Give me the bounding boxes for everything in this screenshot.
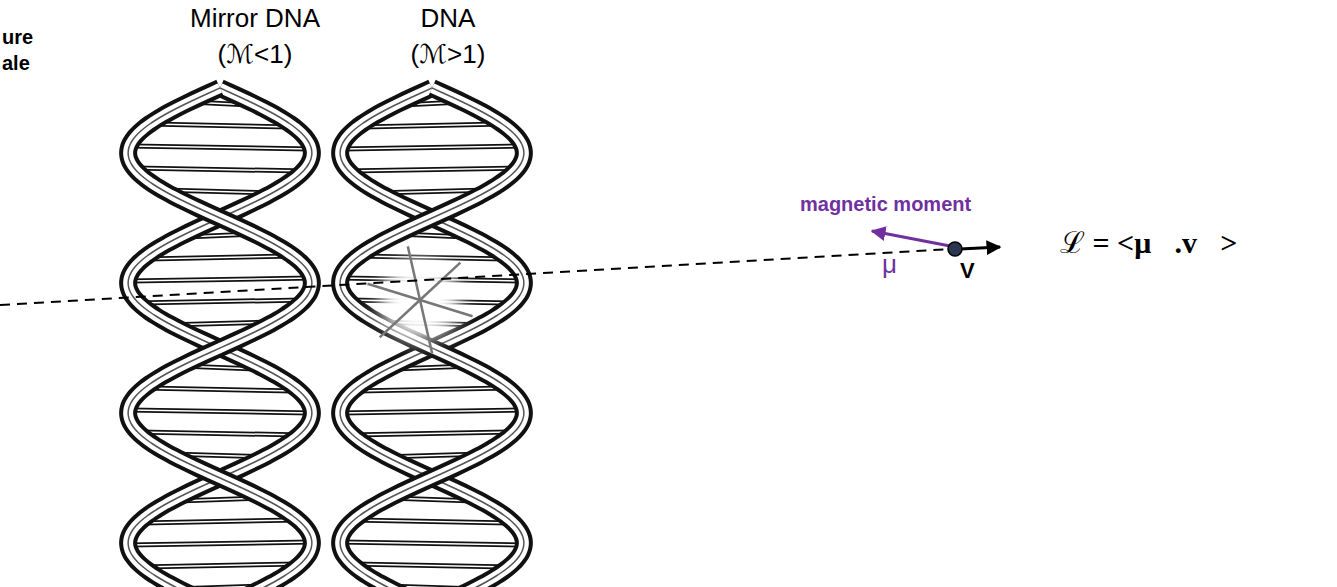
backbone-strand <box>128 88 312 587</box>
base-pair-highlight <box>359 256 505 259</box>
base-pair <box>128 410 312 413</box>
base-pair-highlight <box>356 388 507 391</box>
star-ray <box>420 263 460 300</box>
base-pair-highlight <box>142 520 298 523</box>
base-pair <box>129 278 312 281</box>
impact-glow <box>380 260 460 340</box>
trajectory-line <box>0 249 952 305</box>
dna-helix <box>340 88 524 587</box>
base-pair <box>362 124 503 127</box>
base-pair-highlight <box>352 564 513 567</box>
base-pair <box>341 146 522 149</box>
mirror-dna-helix <box>128 88 312 587</box>
ribbon-line <box>340 88 524 587</box>
base-pair-highlight <box>144 388 295 391</box>
backbone-strand <box>128 88 312 587</box>
star-ray <box>420 300 473 316</box>
backbone-ribbon <box>340 88 524 587</box>
backbone-strand <box>340 88 524 587</box>
base-pair <box>340 542 524 545</box>
base-pair-highlight <box>150 124 291 127</box>
base-pair <box>142 520 298 523</box>
ribbon-line <box>128 88 312 587</box>
base-pair-highlight <box>140 564 301 567</box>
star-ray <box>408 246 420 300</box>
base-pair <box>352 564 513 567</box>
base-pair <box>138 432 303 435</box>
base-pair <box>359 256 505 259</box>
star-ray <box>380 300 420 337</box>
backbone-ribbon <box>128 88 312 587</box>
base-pair <box>140 564 301 567</box>
star-ray <box>367 284 420 300</box>
base-pair-highlight <box>147 256 293 259</box>
backbone-ribbon <box>340 88 524 587</box>
base-pair <box>147 256 293 259</box>
base-pair-highlight <box>340 410 524 413</box>
base-pair <box>128 542 312 545</box>
base-pair-highlight <box>350 432 515 435</box>
base-pair <box>129 146 310 149</box>
magnetic-moment-arrow <box>872 231 950 246</box>
base-pair-highlight <box>128 410 312 413</box>
formula: ℒ = <μ⃗.v⃗> <box>1060 226 1237 261</box>
base-pair-highlight <box>346 168 518 171</box>
star-ray <box>420 300 432 354</box>
base-pair <box>346 168 518 171</box>
base-pair <box>144 388 295 391</box>
ribbon-line <box>128 88 312 587</box>
base-pair <box>150 124 291 127</box>
vector-label: magnetic moment <box>800 193 971 216</box>
helix-subtitle: (ℳ>1) <box>411 40 486 70</box>
helix-title: Mirror DNA <box>190 4 320 34</box>
vector-symbol: V <box>960 258 975 283</box>
particle <box>948 242 962 256</box>
base-pair <box>340 410 524 413</box>
ribbon-line <box>340 88 524 587</box>
base-pair <box>356 388 507 391</box>
base-pair-highlight <box>341 146 522 149</box>
base-pair-highlight <box>129 278 312 281</box>
base-pair <box>350 432 515 435</box>
backbone-strand <box>340 88 524 587</box>
base-pair <box>136 300 305 303</box>
base-pair <box>354 520 510 523</box>
base-pair-highlight <box>136 300 305 303</box>
base-pair-highlight <box>362 124 503 127</box>
helix-title: DNA <box>421 4 476 34</box>
base-pair-highlight <box>129 146 310 149</box>
base-pair-highlight <box>134 168 306 171</box>
helix-subtitle: (ℳ<1) <box>218 40 293 70</box>
cut-label: ure <box>2 26 33 49</box>
base-pair-highlight <box>128 542 312 545</box>
vector-symbol: μ <box>882 250 897 280</box>
base-pair-highlight <box>138 432 303 435</box>
base-pair <box>134 168 306 171</box>
velocity-arrow <box>960 247 1000 249</box>
cut-label: ale <box>2 52 30 75</box>
base-pair-highlight <box>340 542 524 545</box>
base-pair-highlight <box>354 520 510 523</box>
impact-star <box>367 246 472 353</box>
backbone-ribbon <box>128 88 312 587</box>
